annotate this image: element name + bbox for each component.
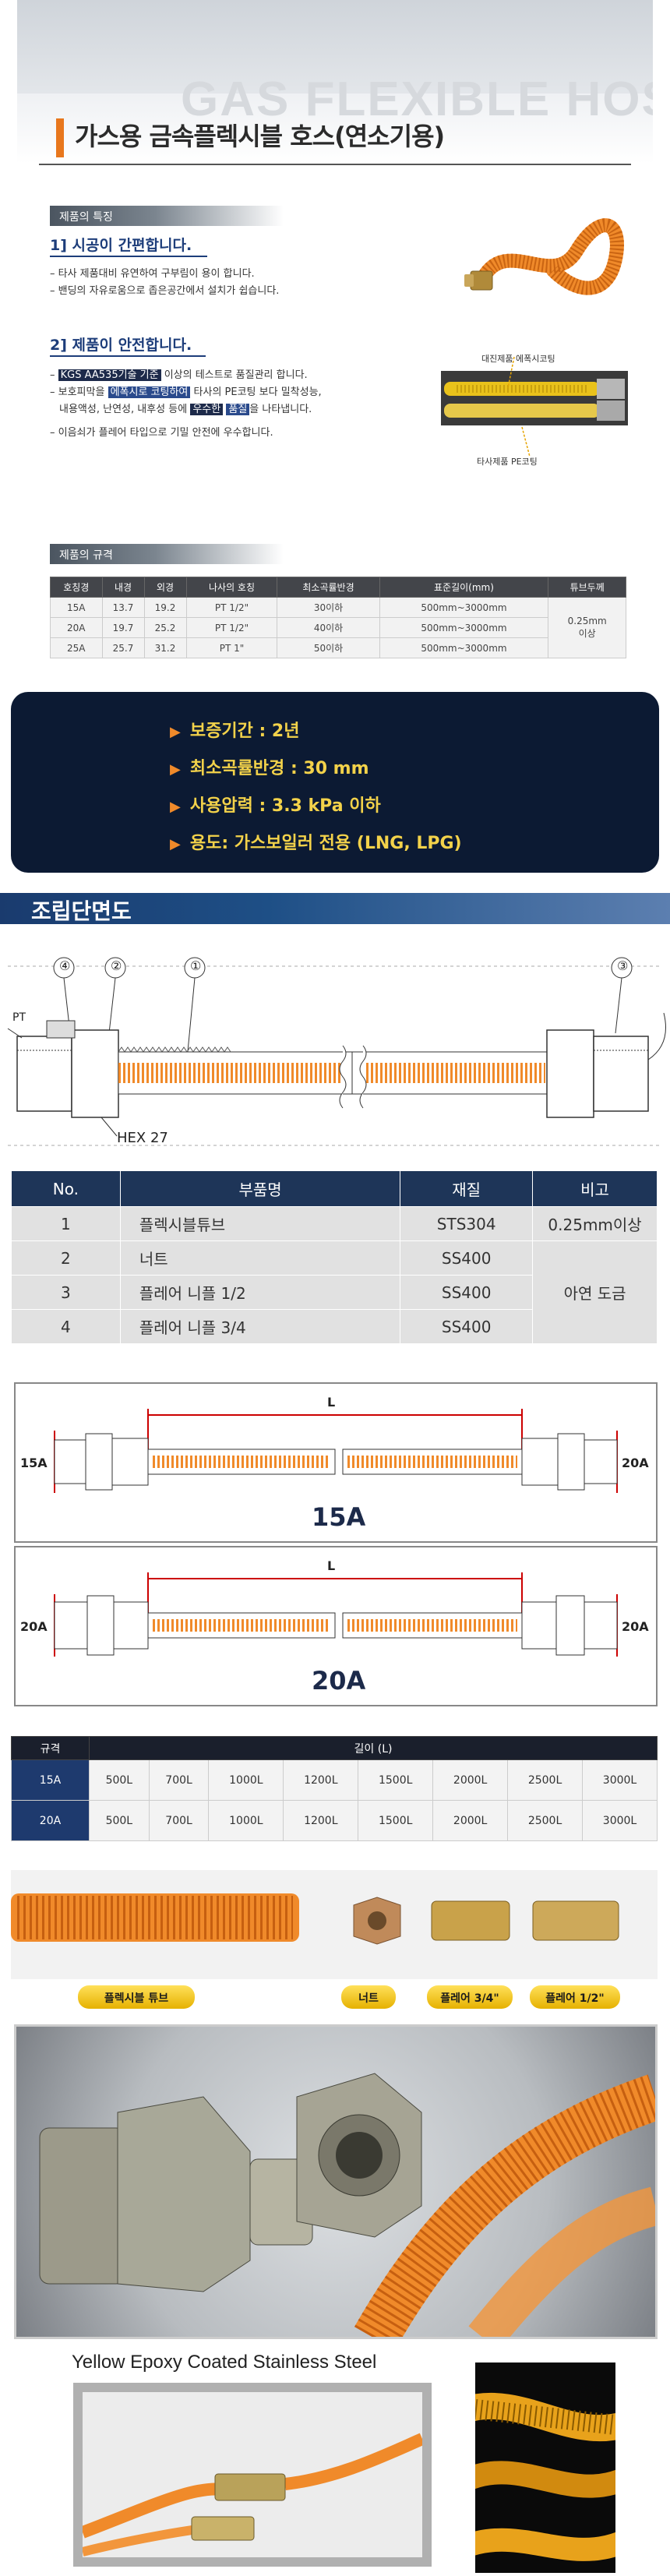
- dimension-caption-15a: 15A: [312, 1502, 366, 1532]
- coiled-hose-image: [464, 218, 624, 295]
- spec-col-header: 튜브두께: [548, 577, 626, 598]
- fittings-closeup-photo: [14, 2024, 658, 2339]
- quality-highlight: 우수한: [190, 404, 224, 415]
- table-row: 15A 500L 700L 1000L 1200L 1500L 2000L 25…: [11, 1759, 658, 1801]
- feature-1-heading: 1] 시공이 간편합니다.: [50, 237, 192, 254]
- feature-2-bullet-2: – 보호피막을 에폭시로 코팅하여 타사의 PE코팅 보다 밀착성능,: [50, 386, 322, 398]
- dimension-diagram-20a: L 20A 20A 20A: [14, 1546, 658, 1706]
- dimension-drawing-15a: [54, 1409, 618, 1493]
- feature-2-heading: 2] 제품이 안전합니다.: [50, 337, 192, 354]
- length-label: L: [327, 1395, 336, 1410]
- summary-box: [11, 692, 659, 873]
- features-section-label: 제품의 특징: [50, 206, 284, 226]
- dimension-caption-20a: 20A: [312, 1666, 366, 1696]
- tag-flare-3-4: 플레어 3/4": [427, 1985, 513, 2009]
- spec-col-header: 호칭경: [50, 577, 103, 598]
- spec-section-label: 제품의 규격: [50, 544, 284, 564]
- parts-table: No. 부품명 재질 비고 1 플렉시블튜브 STS304 0.25mm이상 2…: [11, 1170, 658, 1344]
- arrow-icon: ▶: [170, 836, 181, 852]
- table-row: 2 너트 SS400 아연 도금: [11, 1240, 658, 1344]
- feature-2-bullet-1: – KGS AA535기술 기준 이상의 테스트로 품질관리 합니다.: [50, 369, 308, 381]
- callout-4: ④: [59, 958, 71, 973]
- coating-comparison-image: [441, 371, 628, 425]
- spec-col-header: 외경: [143, 577, 187, 598]
- tag-nut: 너트: [341, 1985, 396, 2009]
- fittings-closeup-illustration: [39, 2073, 655, 2337]
- spec-col-header: 나사의 호칭: [185, 577, 278, 598]
- table-row: 20A 500L 700L 1000L 1200L 1500L 2000L 25…: [11, 1800, 658, 1841]
- summary-pressure: ▶사용압력 : 3.3 kPa 이하: [170, 796, 381, 816]
- length-label: L: [327, 1558, 336, 1573]
- dimension-drawing-20a: [54, 1572, 618, 1657]
- spec-col-header: 표준길이(mm): [379, 577, 549, 598]
- dimension-diagram-15a: L 15A 20A 15A: [14, 1382, 658, 1543]
- tag-flare-1-2: 플레어 1/2": [530, 1985, 620, 2009]
- assembly-header-bar: [0, 893, 670, 924]
- left-size-label: 20A: [20, 1619, 48, 1634]
- parts-photo: [11, 1893, 619, 1945]
- feature-2-underline: [50, 355, 206, 357]
- coated-hose-illustration: [83, 2433, 422, 2557]
- page-title: 가스용 금속플렉시블 호스(연소기용): [75, 122, 445, 151]
- table-row: 4 플레어 니플 3/4 SS400: [11, 1309, 658, 1344]
- feature-1-underline: [50, 256, 207, 257]
- arrow-icon: ▶: [170, 761, 181, 778]
- header-band: [17, 0, 653, 94]
- coil-closeup-photo: [475, 2363, 615, 2573]
- arrow-icon: ▶: [170, 799, 181, 815]
- arrow-icon: ▶: [170, 724, 181, 740]
- table-row: 3 플레어 니플 1/2 SS400: [11, 1275, 658, 1310]
- page-header: GAS FLEXIBLE HOSE 가스용 금속플렉시블 호스(연소기용): [17, 0, 653, 164]
- zinc-plating-note: 아연 도금: [532, 1240, 658, 1344]
- right-size-label: 20A: [622, 1619, 649, 1634]
- left-size-label: 15A: [20, 1456, 48, 1470]
- parts-photo-strip: [11, 1870, 658, 1979]
- feature-2-bullet-3: – 이음쇠가 플레어 타입으로 기밀 안전에 우수합니다.: [50, 427, 273, 439]
- spec-col-header: 내경: [101, 577, 145, 598]
- feature-1-bullet-2: – 밴딩의 자유로움으로 좁은공간에서 설치가 쉽습니다.: [50, 285, 280, 297]
- title-accent-bar: [56, 118, 64, 157]
- summary-usage: ▶용도: 가스보일러 전용 (LNG, LPG): [170, 834, 462, 853]
- table-row: 1 플렉시블튜브 STS304 0.25mm이상: [11, 1206, 658, 1241]
- photo-caption: Yellow Epoxy Coated Stainless Steel: [72, 2352, 377, 2373]
- summary-min-bend-radius: ▶최소곡률반경 : 30 mm: [170, 759, 369, 778]
- assembly-cross-section-drawing: [7, 957, 666, 1146]
- spec-table: 호칭경 내경 외경 나사의 호칭 최소곡률반경 표준길이(mm) 튜브두께 15…: [50, 577, 626, 658]
- coated-hose-photo: [73, 2383, 432, 2567]
- table-row: 25A 25.7 31.2 PT 1" 50이하 500mm~3000mm: [50, 637, 626, 658]
- feature-1-bullet-1: – 타사 제품대비 유연하여 구부림이 용이 합니다.: [50, 268, 255, 280]
- comparison-leader-lines: [507, 357, 531, 457]
- spec-col-header: 최소곡률반경: [277, 577, 380, 598]
- epoxy-highlight: 에폭시로 코팅하여: [108, 386, 191, 398]
- length-table: 규격 길이 (L) 15A 500L 700L 1000L 1200L 1500…: [11, 1736, 658, 1841]
- epoxy-label: 대진제품 에폭시코팅: [481, 354, 555, 364]
- hex-label: HEX 27: [117, 1130, 168, 1146]
- table-row: 15A 13.7 19.2 PT 1/2" 30이하 500mm~3000mm …: [50, 597, 626, 658]
- callout-1: ①: [190, 958, 202, 973]
- callout-3: ③: [617, 958, 629, 973]
- assembly-title: 조립단면도: [31, 898, 132, 924]
- header-divider: [39, 164, 631, 165]
- right-size-label: 20A: [622, 1456, 649, 1470]
- summary-warranty: ▶보증기간 : 2년: [170, 722, 300, 741]
- table-row: 20A 19.7 25.2 PT 1/2" 40이하 500mm~3000mm: [50, 617, 626, 638]
- tag-flexible-tube: 플렉시블 튜브: [78, 1985, 195, 2009]
- callout-2: ②: [111, 958, 122, 973]
- pe-coating-label: 타사제품 PE코팅: [477, 457, 538, 467]
- pt-label: PT: [12, 1011, 26, 1024]
- header-watermark-text: GAS FLEXIBLE HOSE: [181, 72, 653, 126]
- kgs-standard-highlight: KGS AA535기술 기준: [58, 369, 161, 381]
- coil-closeup-illustration: [475, 2392, 615, 2561]
